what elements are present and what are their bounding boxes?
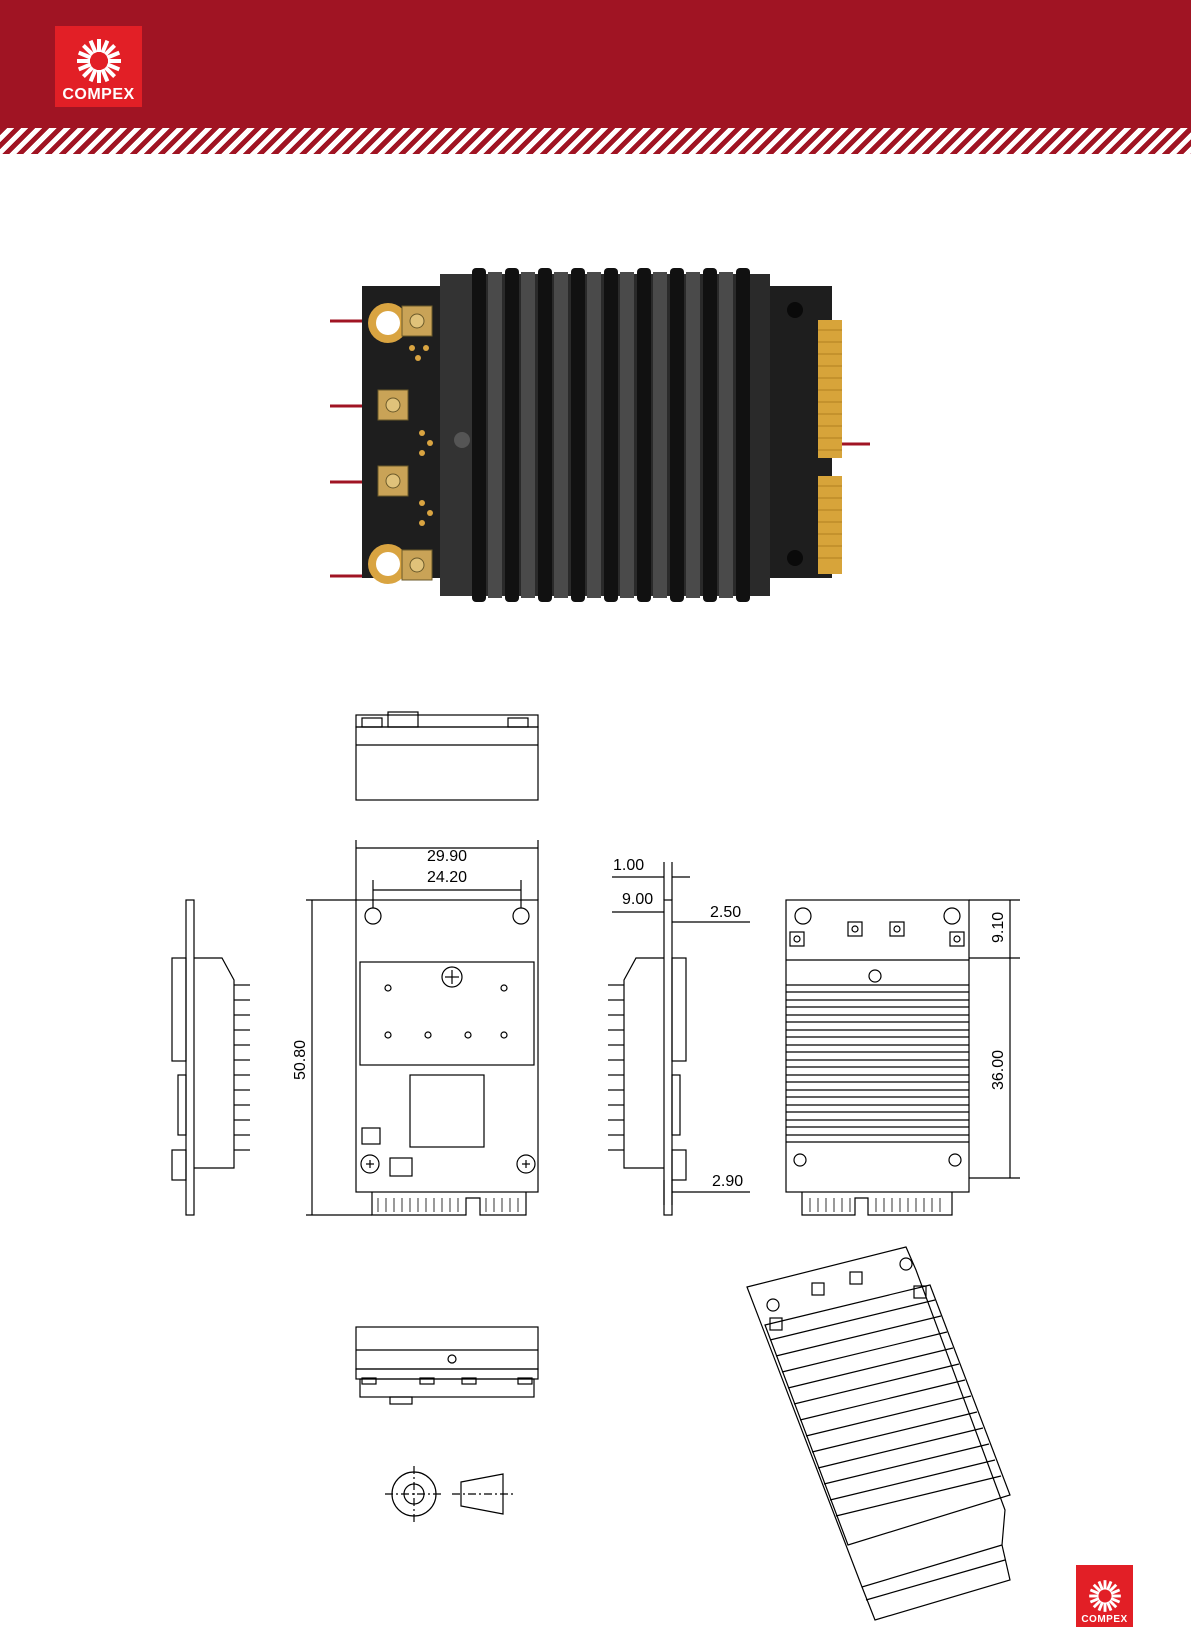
- dim-heatsink-length: 36.00: [990, 1050, 1007, 1090]
- compex-logo-footer: COMPEX: [1076, 1565, 1133, 1627]
- back-view-board: [786, 900, 969, 1192]
- dim-side-offset: 2.50: [710, 904, 741, 921]
- dim-side-height: 9.00: [622, 891, 653, 908]
- isometric-view: [747, 1247, 1010, 1620]
- dim-side-bottom: 2.90: [712, 1173, 743, 1190]
- dim-board-width: 29.90: [427, 848, 467, 865]
- dim-connector-zone: 9.10: [990, 912, 1007, 943]
- front-view-board: [356, 900, 538, 1192]
- dim-board-length: 50.80: [292, 1040, 309, 1080]
- compex-sunburst-icon: [1087, 1578, 1123, 1614]
- dim-hole-spacing: 24.20: [427, 869, 467, 886]
- logo-wordmark: COMPEX: [1081, 1614, 1127, 1625]
- dim-side-thickness: 1.00: [613, 857, 644, 874]
- top-view-pcb: [356, 715, 538, 727]
- bottom-view-heatsink: [356, 1327, 538, 1369]
